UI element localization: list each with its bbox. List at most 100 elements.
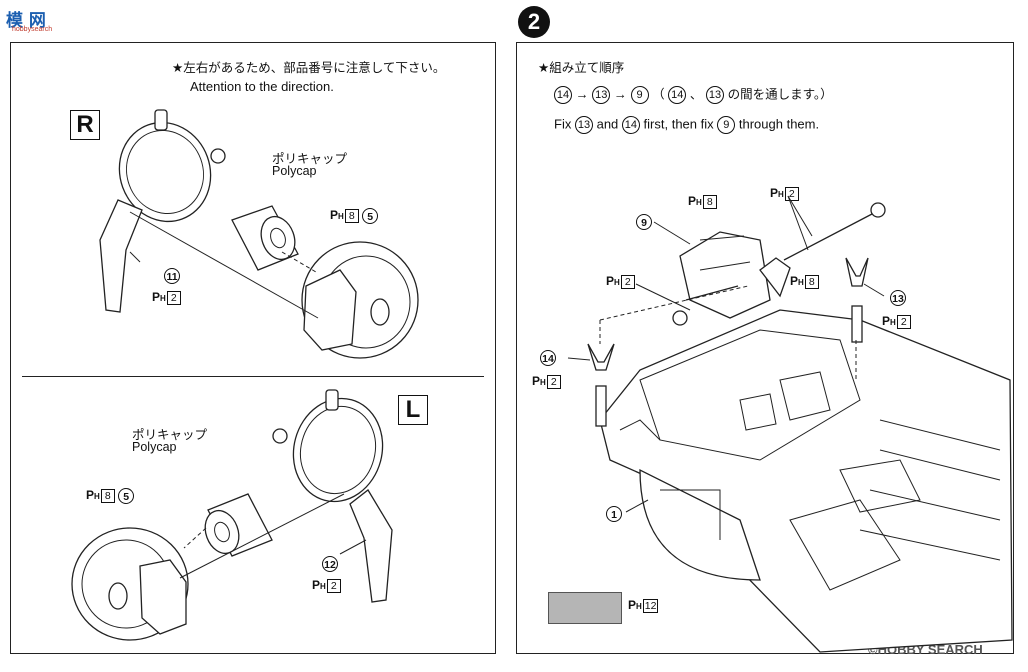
- part-number-circle: 11: [164, 268, 180, 284]
- pref-sub: H: [540, 378, 546, 387]
- l-knuckle-arm: [272, 389, 393, 603]
- assembly-order-heading: ★組み立て順序: [538, 60, 625, 75]
- direction-note-jp: ★左右があるため、部品番号に注意して下さい。: [172, 60, 446, 75]
- pref-box: 8: [100, 489, 115, 504]
- fix-word: and: [596, 116, 619, 132]
- leader-1: [625, 499, 649, 513]
- part-14-fork: [587, 343, 615, 427]
- left-side-marker: L: [398, 395, 428, 425]
- l-wheel-hub: [71, 527, 189, 641]
- order-arrow: →: [613, 86, 627, 102]
- drive-shaft-right: [783, 213, 873, 261]
- r-leader-11: [129, 251, 141, 263]
- right-panel: [516, 42, 1014, 654]
- pref-letter: P: [312, 578, 321, 592]
- pref-letter: P: [330, 208, 339, 223]
- order-separator: 、: [689, 86, 703, 102]
- pref-sub: H: [778, 190, 784, 199]
- pref-box: 8: [344, 209, 359, 224]
- pref-box: 12: [642, 599, 659, 613]
- shaft-end-cap: [870, 202, 886, 218]
- part-number-circle: 5: [118, 488, 135, 504]
- fix-part-9: 9: [717, 116, 736, 134]
- leader-9: [653, 221, 691, 245]
- order-part-13: 13: [592, 86, 611, 104]
- order-tail-jp: の間を通します。）: [727, 86, 833, 102]
- order-part-14: 14: [554, 86, 572, 104]
- pref-box: 8: [702, 195, 717, 209]
- pref-box: 2: [326, 579, 341, 593]
- pref-box: 8: [804, 275, 819, 289]
- l-polycap-guide: [183, 527, 207, 549]
- site-logo: 模 网 hobbysearch: [6, 6, 52, 33]
- shaft-left-cap: [672, 310, 688, 326]
- fix-part-14: 14: [621, 116, 640, 134]
- direction-note-en: Attention to the direction.: [190, 79, 334, 94]
- order-open-paren: （: [652, 86, 665, 102]
- pref-sub: H: [320, 582, 326, 591]
- pref-sub: H: [696, 198, 702, 207]
- part-13-ref: 13: [890, 290, 906, 306]
- step-number-badge: 2: [518, 6, 550, 38]
- pref-letter: P: [86, 488, 95, 503]
- pref-letter: P: [882, 314, 891, 328]
- fix-word: Fix: [554, 116, 572, 132]
- leader-14: [567, 357, 591, 361]
- panel-divider: [22, 376, 484, 377]
- pref-sub: H: [636, 602, 642, 611]
- part-1-ref: 1: [606, 506, 622, 522]
- fix-instruction-en: Fix 13 and 14 first, then fix 9 through …: [554, 116, 819, 134]
- gearbox: [679, 231, 791, 319]
- color-swatch: [548, 592, 622, 624]
- l-arm-part-ref: 12: [322, 556, 338, 572]
- r-polycap: [231, 205, 299, 271]
- order-arrow: →: [575, 86, 589, 102]
- leader-13: [863, 283, 885, 297]
- l-guide-line: [179, 493, 345, 579]
- order-part-13b: 13: [706, 86, 725, 104]
- chassis-floor: [599, 309, 1013, 653]
- logo-url: hobbysearch: [12, 26, 53, 33]
- leader-ph2-left: [635, 283, 691, 311]
- part-number-circle: 14: [540, 350, 556, 366]
- r-arm-part-ref: 11: [164, 268, 180, 284]
- pref-sub: H: [160, 294, 166, 303]
- pref-letter: P: [532, 374, 541, 388]
- part-number-circle: 13: [890, 290, 906, 306]
- part-number-circle: 5: [362, 208, 379, 224]
- r-wheel-hub: [301, 241, 419, 359]
- pref-letter: P: [790, 274, 799, 288]
- fix-word: through them.: [738, 116, 820, 132]
- part-number-circle: 9: [636, 214, 652, 230]
- pref-letter: P: [770, 186, 779, 200]
- part-13-fork: [845, 257, 869, 343]
- polycap-label-jp: ポリキャップ: [272, 151, 348, 166]
- pref-sub: H: [798, 278, 804, 287]
- pref-box: 2: [546, 375, 561, 389]
- pref-letter: P: [628, 598, 637, 612]
- part-number-circle: 1: [606, 506, 622, 522]
- fix-part-13: 13: [574, 116, 593, 134]
- part-1-insert-arrow: [660, 489, 721, 540]
- order-part-9: 9: [630, 86, 649, 104]
- pref-box: 2: [620, 275, 635, 289]
- pref-sub: H: [338, 212, 344, 222]
- assembly-order-line: 14 → 13 → 9 （ 14 、 13 の間を通します。）: [554, 86, 833, 104]
- leader-ph2: [787, 195, 813, 237]
- pref-sub: H: [890, 318, 896, 327]
- pref-letter: P: [688, 194, 697, 208]
- logo-text: 模 网: [6, 11, 46, 31]
- leader-ph2b: [787, 195, 809, 251]
- polycap-label-en: Polycap: [272, 164, 317, 178]
- order-part-14b: 14: [668, 86, 687, 104]
- polycap-label-en-lower: Polycap: [132, 440, 177, 454]
- left-panel: [10, 42, 496, 654]
- pref-letter: P: [606, 274, 615, 288]
